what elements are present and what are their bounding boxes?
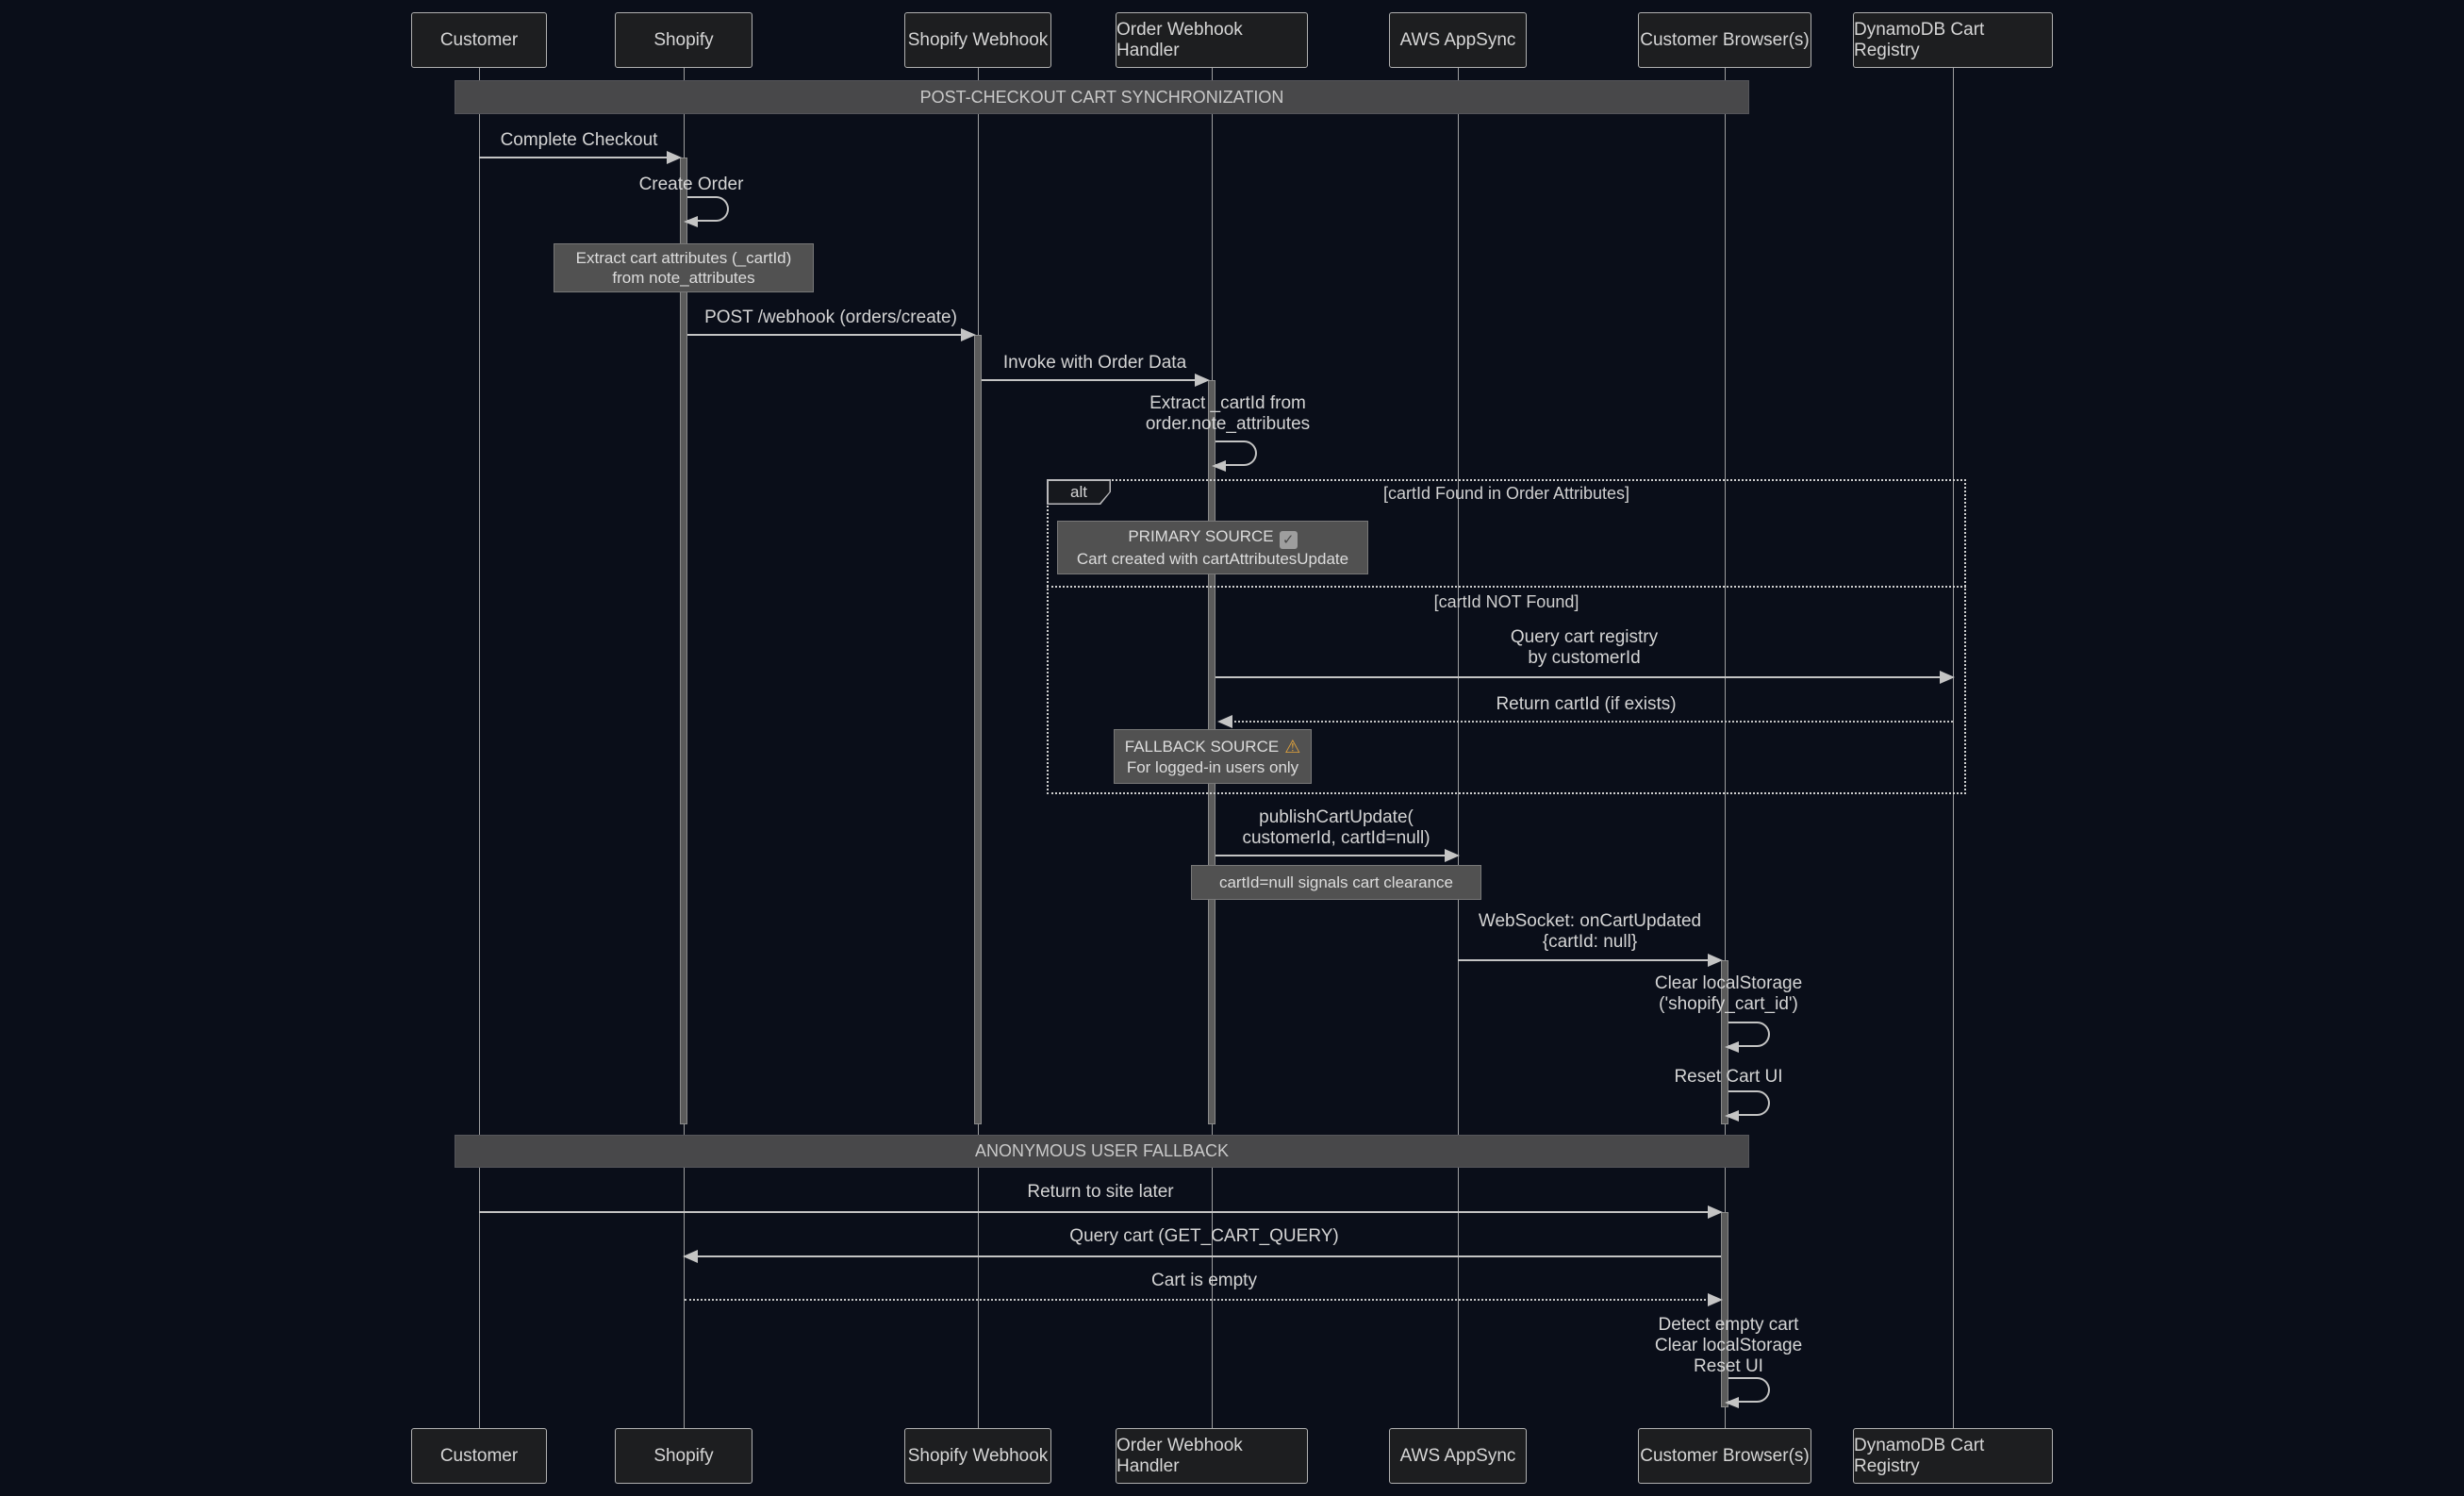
lifeline-dynamodb-cart-registry [1953, 68, 1954, 1428]
arrow-cart-is-empty [685, 1293, 1723, 1306]
label-return-cartid: Return cartId (if exists) [1496, 694, 1677, 714]
label-complete-checkout: Complete Checkout [500, 130, 658, 150]
self-loop-detect-empty [1725, 1377, 1770, 1408]
arrow-invoke-order-data [982, 374, 1210, 387]
participant-order-webhook-handler-bottom: Order Webhook Handler [1116, 1428, 1308, 1484]
lifeline-customer [479, 68, 480, 1428]
arrowhead-icon [1725, 1110, 1739, 1122]
self-loop-reset-cart-ui [1725, 1090, 1770, 1122]
label-post-webhook: POST /webhook (orders/create) [704, 308, 957, 327]
activation-customer-browsers-2 [1721, 1212, 1728, 1407]
arrow-return-to-site [479, 1205, 1723, 1219]
alt-frame [1047, 479, 1966, 794]
participant-aws-appsync-bottom: AWS AppSync [1389, 1428, 1527, 1484]
arrow-query-registry [1215, 671, 1955, 684]
label-clear-localstorage: Clear localStorage ('shopify_cart_id') [1654, 973, 1803, 1014]
label-cart-is-empty: Cart is empty [1151, 1271, 1257, 1290]
label-return-to-site: Return to site later [1027, 1182, 1174, 1202]
banner-post-checkout-sync: POST-CHECKOUT CART SYNCHRONIZATION [455, 80, 1749, 114]
alt-guard-found: [cartId Found in Order Attributes] [1382, 484, 1630, 503]
arrowhead-icon [1195, 374, 1210, 387]
participant-customer-bottom: Customer [411, 1428, 547, 1484]
participant-shopify-bottom: Shopify [615, 1428, 752, 1484]
arrowhead-icon [1725, 1041, 1739, 1053]
arrow-query-cart [683, 1250, 1721, 1263]
participant-customer-top: Customer [411, 12, 547, 68]
label-invoke-order-data: Invoke with Order Data [1002, 353, 1187, 373]
participant-dynamodb-cart-registry-top: DynamoDB Cart Registry [1853, 12, 2053, 68]
arrowhead-icon [684, 216, 698, 227]
check-icon: ✓ [1279, 531, 1298, 549]
alt-guard-not-found: [cartId NOT Found] [1433, 592, 1579, 611]
participant-customer-browsers-top: Customer Browser(s) [1638, 12, 1811, 68]
participant-shopify-top: Shopify [615, 12, 752, 68]
activation-shopify-webhook [974, 335, 982, 1124]
arrowhead-icon [961, 328, 976, 341]
arrowhead-icon [1940, 671, 1955, 684]
self-loop-clear-localstorage [1725, 1022, 1770, 1053]
activation-shopify [680, 158, 687, 1124]
arrow-post-webhook [687, 328, 976, 341]
note-extract-attributes: Extract cart attributes (_cartId) from n… [554, 243, 814, 292]
arrow-complete-checkout [479, 151, 682, 164]
participant-order-webhook-handler-top: Order Webhook Handler [1116, 12, 1308, 68]
note-primary-source: PRIMARY SOURCE✓ Cart created with cartAt… [1057, 521, 1368, 574]
arrow-return-cartid [1217, 715, 1953, 728]
alt-label-tab: alt [1047, 479, 1111, 505]
arrowhead-icon [1708, 954, 1723, 967]
participant-shopify-webhook-top: Shopify Webhook [904, 12, 1051, 68]
label-detect-empty: Detect empty cart Clear localStorage Res… [1654, 1315, 1803, 1376]
label-websocket-oncartupdated: WebSocket: onCartUpdated {cartId: null} [1478, 911, 1702, 952]
warning-icon: ⚠ [1284, 737, 1301, 757]
lifeline-aws-appsync [1458, 68, 1459, 1428]
note-cartid-null: cartId=null signals cart clearance [1191, 865, 1481, 900]
arrowhead-icon [683, 1250, 698, 1263]
label-create-order: Create Order [638, 175, 744, 194]
lifeline-customer-browsers [1725, 68, 1726, 1428]
arrowhead-icon [1708, 1293, 1723, 1306]
arrow-publish-cart-update [1215, 849, 1460, 862]
note-fallback-source: FALLBACK SOURCE⚠ For logged-in users onl… [1114, 729, 1312, 784]
alt-label: alt [1048, 480, 1110, 504]
alt-else-divider [1047, 586, 1966, 588]
arrowhead-icon [1217, 715, 1232, 728]
arrowhead-icon [1725, 1397, 1739, 1408]
arrowhead-icon [667, 151, 682, 164]
participant-aws-appsync-top: AWS AppSync [1389, 12, 1527, 68]
arrow-websocket-oncartupdated [1458, 954, 1723, 967]
banner-anonymous-fallback: ANONYMOUS USER FALLBACK [455, 1135, 1749, 1168]
label-extract-cartid: Extract _cartId from order.note_attribut… [1145, 393, 1311, 434]
participant-dynamodb-cart-registry-bottom: DynamoDB Cart Registry [1853, 1428, 2053, 1484]
participant-shopify-webhook-bottom: Shopify Webhook [904, 1428, 1051, 1484]
arrowhead-icon [1708, 1205, 1723, 1219]
self-loop-create-order [684, 196, 729, 227]
arrowhead-icon [1445, 849, 1460, 862]
label-query-registry: Query cart registry by customerId [1510, 627, 1659, 668]
label-query-cart: Query cart (GET_CART_QUERY) [1069, 1226, 1339, 1246]
participant-customer-browsers-bottom: Customer Browser(s) [1638, 1428, 1811, 1484]
label-publish-cart-update: publishCartUpdate( customerId, cartId=nu… [1242, 807, 1430, 848]
label-reset-cart-ui: Reset Cart UI [1674, 1067, 1783, 1087]
self-loop-extract-cartid [1212, 440, 1257, 472]
arrowhead-icon [1212, 460, 1226, 472]
